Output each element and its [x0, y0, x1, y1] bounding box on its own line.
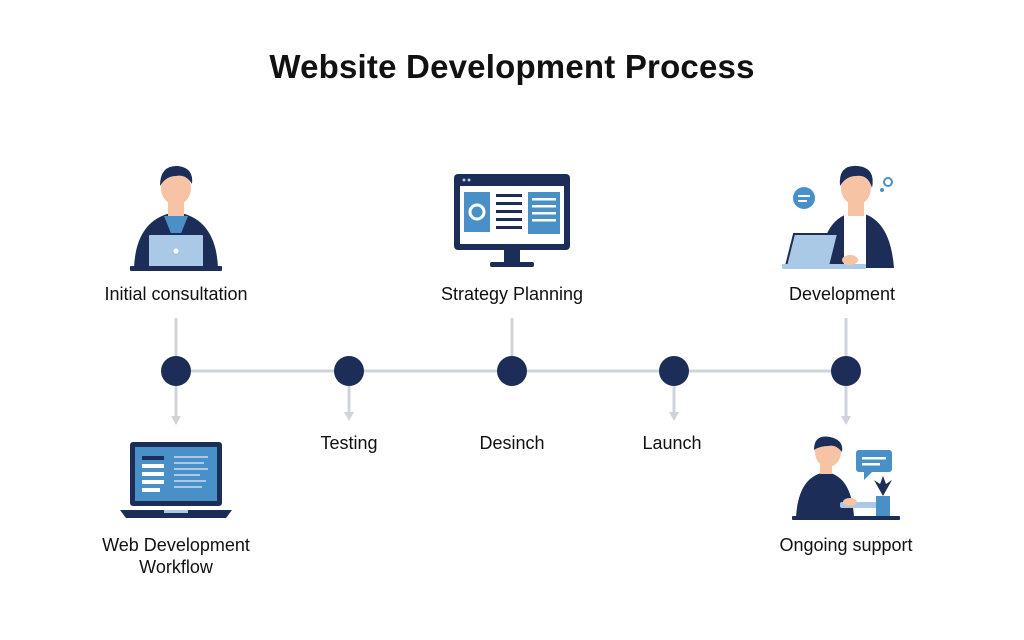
page-title: Website Development Process — [269, 48, 755, 85]
arrow-down-icon — [669, 412, 679, 421]
timeline-node — [334, 356, 364, 386]
step-label-web-development-workflow: Web Development Workflow — [102, 535, 250, 577]
arrow-down-icon — [344, 412, 354, 421]
developer-chat-icon — [782, 165, 894, 269]
laptop-code-icon — [120, 442, 232, 518]
step-label-strategy-planning: Strategy Planning — [440, 284, 584, 304]
timeline-node — [831, 356, 861, 386]
support-agent-icon — [792, 436, 900, 520]
step-label-ongoing-support: Ongoing support — [779, 535, 913, 555]
step-label-initial-consultation: Initial consultation — [104, 284, 248, 304]
person-laptop-icon — [130, 165, 222, 271]
timeline-node — [659, 356, 689, 386]
step-label-desinch: Desinch — [479, 433, 545, 453]
step-label-development: Development — [788, 284, 896, 304]
timeline-node — [161, 356, 191, 386]
monitor-icon — [454, 174, 570, 267]
arrow-down-icon — [841, 416, 851, 425]
arrow-down-icon — [171, 416, 181, 425]
step-label-launch: Launch — [642, 433, 702, 453]
step-label-testing: Testing — [320, 433, 378, 453]
timeline-node — [497, 356, 527, 386]
